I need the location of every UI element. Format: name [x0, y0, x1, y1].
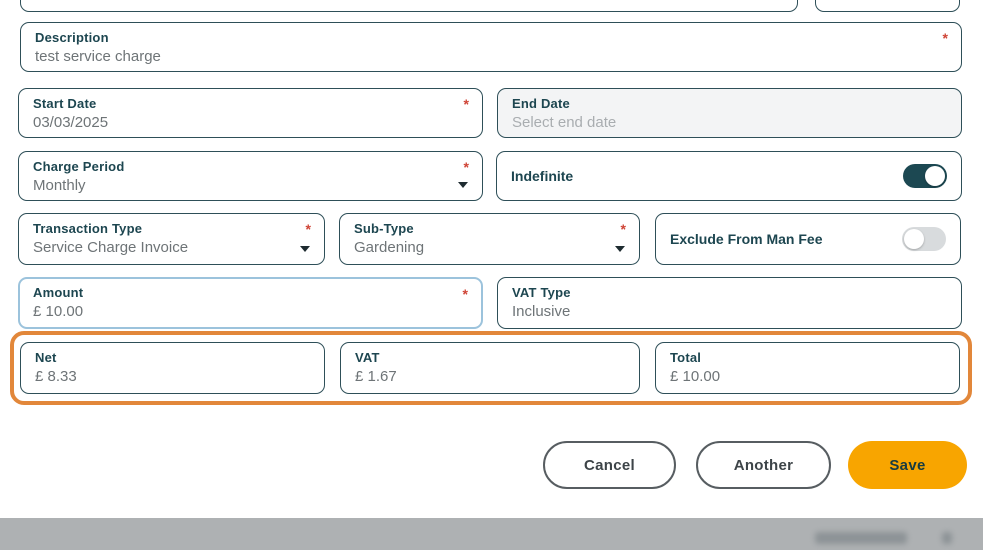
net-field[interactable]: Net £ 8.33	[20, 342, 325, 394]
sub-type-value: Gardening	[354, 239, 425, 256]
required-asterisk: *	[620, 221, 626, 237]
amount-input[interactable]: * Amount £ 10.00	[18, 277, 483, 329]
required-asterisk: *	[462, 286, 468, 302]
exclude-man-fee-label: Exclude From Man Fee	[670, 231, 823, 247]
required-asterisk: *	[942, 30, 948, 46]
amount-label: Amount	[33, 285, 84, 300]
required-asterisk: *	[463, 96, 469, 112]
sub-type-select[interactable]: * Sub-Type Gardening	[339, 213, 640, 265]
description-label: Description	[35, 30, 109, 45]
blurred-text	[815, 532, 907, 544]
amount-value: £ 10.00	[33, 303, 84, 320]
required-asterisk: *	[463, 159, 469, 175]
save-button[interactable]: Save	[848, 441, 967, 489]
indefinite-field: Indefinite	[496, 151, 962, 201]
blurred-text	[942, 532, 952, 544]
cancel-button[interactable]: Cancel	[543, 441, 676, 489]
transaction-type-select[interactable]: * Transaction Type Service Charge Invoic…	[18, 213, 325, 265]
another-button[interactable]: Another	[696, 441, 831, 489]
total-field[interactable]: Total £ 10.00	[655, 342, 960, 394]
start-date-field[interactable]: * Start Date 03/03/2025	[18, 88, 483, 138]
net-label: Net	[35, 350, 57, 365]
sub-type-label: Sub-Type	[354, 221, 414, 236]
vat-value: £ 1.67	[355, 368, 397, 385]
cut-off-field-small[interactable]	[815, 0, 960, 12]
exclude-man-fee-field: Exclude From Man Fee	[655, 213, 961, 265]
end-date-placeholder: Select end date	[512, 114, 617, 131]
exclude-man-fee-toggle[interactable]	[902, 227, 946, 251]
net-value: £ 8.33	[35, 368, 77, 385]
description-field[interactable]: * Description test service charge	[20, 22, 962, 72]
total-value: £ 10.00	[670, 368, 721, 385]
total-label: Total	[670, 350, 702, 365]
description-value: test service charge	[35, 48, 161, 65]
vat-type-field[interactable]: VAT Type Inclusive	[497, 277, 962, 329]
toggle-knob	[904, 229, 924, 249]
start-date-value: 03/03/2025	[33, 114, 109, 131]
highlight-outline	[10, 331, 972, 405]
transaction-type-value: Service Charge Invoice	[33, 239, 189, 256]
vat-label: VAT	[355, 350, 380, 365]
cut-off-field-wide[interactable]	[20, 0, 798, 12]
required-asterisk: *	[305, 221, 311, 237]
vat-type-value: Inclusive	[512, 303, 571, 320]
indefinite-label: Indefinite	[511, 168, 574, 184]
charge-period-select[interactable]: * Charge Period Monthly	[18, 151, 483, 201]
end-date-field[interactable]: End Date Select end date	[497, 88, 962, 138]
charge-period-value: Monthly	[33, 177, 86, 194]
vat-field[interactable]: VAT £ 1.67	[340, 342, 640, 394]
charge-period-label: Charge Period	[33, 159, 125, 174]
chevron-down-icon	[615, 246, 625, 252]
start-date-label: Start Date	[33, 96, 97, 111]
chevron-down-icon	[300, 246, 310, 252]
toggle-knob	[925, 166, 945, 186]
end-date-label: End Date	[512, 96, 570, 111]
vat-type-label: VAT Type	[512, 285, 571, 300]
chevron-down-icon	[458, 182, 468, 188]
indefinite-toggle[interactable]	[903, 164, 947, 188]
transaction-type-label: Transaction Type	[33, 221, 143, 236]
background-bar	[0, 518, 983, 550]
